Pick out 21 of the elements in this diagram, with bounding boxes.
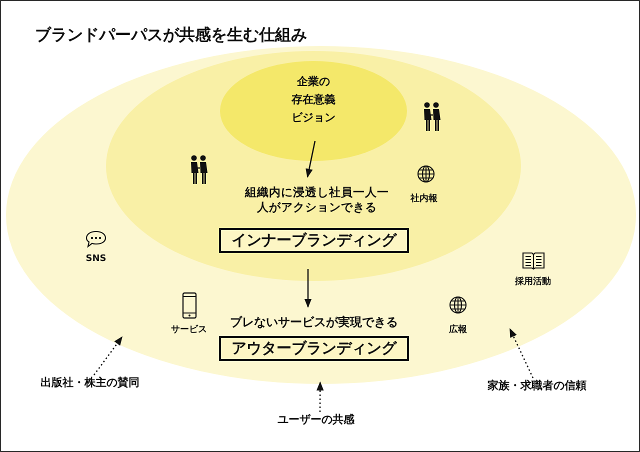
ellipse-text: 企業の [296, 74, 331, 90]
icon-label: 採用活動 [515, 276, 551, 288]
icon-label: SNS [86, 254, 106, 264]
caption-text: ブレないサービスが実現できる [216, 315, 412, 331]
arrow [306, 140, 316, 178]
boxed-heading: インナーブランディング [219, 228, 409, 253]
ellipse-text: 存在意義 [290, 92, 336, 108]
caption-text: ユーザーの共感 [271, 413, 361, 429]
caption-text: 家族・求職者の信頼 [479, 379, 595, 395]
dotted-arrow [316, 381, 324, 412]
dotted-arrow [509, 328, 534, 378]
icon-label: サービス [171, 324, 207, 336]
icon-label: 社内報 [410, 192, 438, 205]
caption-text: 組織内に浸透し社員一人一人がアクションできる [237, 185, 397, 217]
boxed-heading: アウターブランディング [219, 336, 409, 361]
dotted-arrow [93, 336, 123, 376]
icon-label: 広報 [449, 323, 467, 336]
caption-text: 出版社・株主の賛同 [31, 376, 149, 392]
diagram-title: ブランドパーパスが共感を生む仕組み [35, 25, 307, 46]
arrow [304, 269, 312, 308]
ellipse-text: ビジョン [290, 110, 336, 126]
